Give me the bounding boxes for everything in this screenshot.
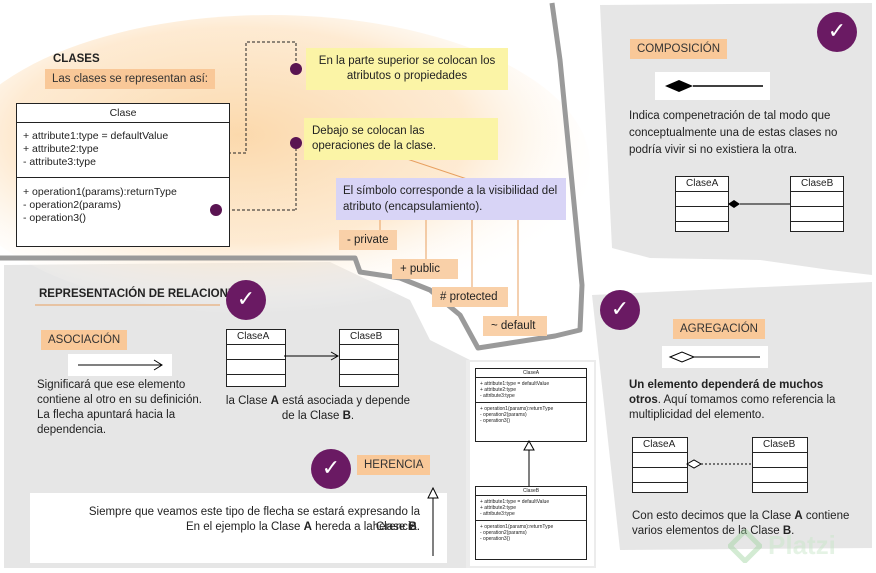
note-attributes: En la parte superior se colocan los atri… [306,48,508,90]
agregacion-caption: Con esto decimos que la Clase A contiene… [632,510,850,537]
agregacion-title: AGREGACIÓN [673,319,765,339]
uml-operation: - operation2(params) [23,199,122,211]
association-link [284,351,340,361]
uml-attributes: + attribute1:type = defaultValue + attri… [17,123,229,178]
brand-text: Platzi [768,530,836,560]
note-operations: Debajo se colocan las operaciones de la … [304,118,498,160]
asociacion-description: Significará que ese elemento contiene al… [37,379,202,436]
class-name: ClaseA [476,369,586,378]
herencia-line1: Siempre que veamos este tipo de flecha s… [88,506,420,533]
visibility-private: - private [339,230,397,250]
visibility-public: + public [392,259,458,279]
agregacion-class-b: ClaseB [752,437,808,493]
agregacion-class-a: ClaseA [632,437,688,493]
asociacion-class-a: ClaseA [226,329,286,387]
uml-attribute: + attribute2:type [23,143,99,155]
composicion-title: COMPOSICIÓN [630,39,728,59]
aggregation-link [686,459,752,469]
connector-dot [290,137,302,149]
check-icon: ✓ [817,12,857,52]
clases-subtitle: Las clases se representan así: [45,69,215,89]
connector-dot [290,63,302,75]
visibility-default: ~ default [483,316,547,336]
class-name: ClaseB [476,487,586,496]
note-visibility: El símbolo corresponde a la visibilidad … [336,178,566,220]
herencia-title: HERENCIA [357,455,431,475]
composition-link [728,200,790,208]
class-name: ClaseB [340,330,398,345]
uml-operation: + operation1(params):returnType [23,186,177,198]
agregacion-symbol-box [662,346,768,368]
clases-title: CLASES [53,53,100,65]
asociacion-caption: la Clase A está asociada y depende de la… [225,395,411,422]
inheritance-arrow-icon [427,486,439,556]
asociacion-title: ASOCIACIÓN [41,330,128,350]
uml-operation: - operation3() [23,212,87,224]
platzi-logo: Platzi [728,526,868,566]
relaciones-title: REPRESENTACIÓN DE RELACIONES [39,288,244,300]
uml-class-box: Clase + attribute1:type = defaultValue +… [16,103,230,247]
class-name: ClaseA [676,177,728,192]
check-icon: ✓ [226,280,266,320]
diamond-filled-icon [665,80,763,92]
composicion-class-a: ClaseA [675,176,729,232]
uml-operations: + operation1(params):returnType - operat… [17,178,229,233]
class-name: ClaseA [227,330,285,345]
herencia-class-a: ClaseA + attribute1:type = defaultValue … [475,368,587,442]
composicion-symbol-box [655,72,770,100]
asociacion-symbol-box [68,354,172,376]
class-name: ClaseA [633,438,687,453]
section-divider [0,2,585,351]
composicion-class-b: ClaseB [790,176,844,232]
inheritance-link [523,440,535,486]
visibility-protected: # protected [432,287,508,307]
check-icon: ✓ [311,449,351,489]
composicion-description: Indica compenetración de tal modo que co… [629,110,838,156]
agregacion-description: Un elemento dependerá de muchos otros. A… [629,379,836,421]
arrow-icon [78,359,163,371]
asociacion-class-b: ClaseB [339,329,399,387]
herencia-line2: En el ejemplo la Clase A hereda a la Cla… [186,521,420,533]
uml-attribute: - attribute3:type [23,156,96,168]
herencia-text-box [30,493,447,563]
class-name: ClaseB [753,438,807,453]
uml-class-name: Clase [17,104,229,123]
herencia-class-b: ClaseB + attribute1:type = defaultValue … [475,486,587,560]
connector-dot [210,204,222,216]
check-icon: ✓ [600,290,640,330]
uml-attribute: + attribute1:type = defaultValue [23,130,169,142]
diamond-hollow-icon [668,351,760,363]
class-name: ClaseB [791,177,843,192]
